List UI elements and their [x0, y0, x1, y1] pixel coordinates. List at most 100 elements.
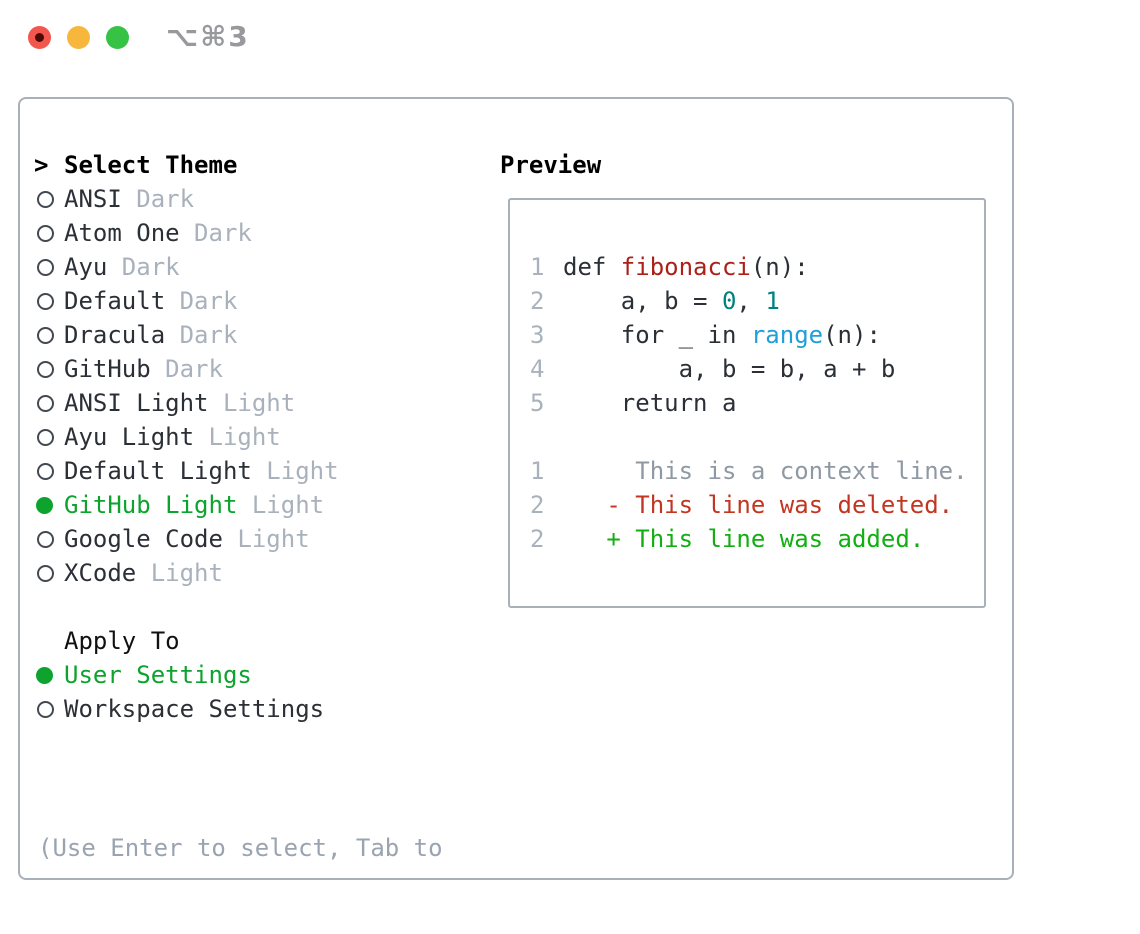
theme-variant: Light — [251, 457, 339, 485]
apply-option-workspace-settings[interactable]: Workspace Settings — [34, 692, 484, 726]
code-line: 1 This is a context line. — [530, 454, 984, 488]
apply-option-label: Workspace Settings — [64, 695, 325, 723]
radio-icon — [37, 530, 54, 548]
code-token-added: + This line was added. — [563, 525, 925, 553]
theme-name: Google Code — [64, 525, 223, 553]
code-line: 5 return a — [530, 386, 984, 420]
radio-icon — [37, 394, 54, 412]
theme-name: GitHub — [64, 355, 151, 383]
preview-header: Preview — [500, 148, 601, 182]
code-line: 3 for _ in range(n): — [530, 318, 984, 352]
code-token-text: (n): — [750, 253, 809, 281]
code-token-text: for _ in — [563, 321, 751, 349]
apply-to-header: Apply To — [34, 624, 484, 658]
theme-name: ANSI — [64, 185, 122, 213]
code-line: 2 a, b = 0, 1 — [530, 284, 984, 318]
theme-option-ayu-light[interactable]: Ayu Light Light — [34, 420, 484, 454]
radio-icon — [37, 326, 54, 344]
theme-name: GitHub Light — [64, 491, 238, 519]
line-number: 2 — [530, 491, 545, 519]
theme-variant: Dark — [150, 355, 223, 383]
prompt-icon: > — [34, 151, 49, 179]
preview-title: Preview — [500, 151, 602, 179]
code-token-text: return a — [563, 389, 737, 417]
theme-variant: Light — [136, 559, 223, 587]
code-token-number: 0 — [721, 287, 737, 315]
theme-option-xcode[interactable]: XCode Light — [34, 556, 484, 590]
radio-icon — [37, 360, 54, 378]
apply-to-title: Apply To — [64, 627, 180, 655]
code-token-text: a, b = b, a + b — [563, 355, 896, 383]
theme-variant: Light — [222, 525, 310, 553]
radio-icon — [36, 666, 53, 684]
code-token-function: fibonacci — [620, 253, 751, 281]
line-number: 1 — [530, 253, 545, 281]
code-token-number: 1 — [765, 287, 780, 315]
theme-option-google-code[interactable]: Google Code Light — [34, 522, 484, 556]
line-number: 1 — [530, 457, 545, 485]
titlebar: ⌥⌘3 — [0, 0, 1140, 70]
theme-name: Atom One — [64, 219, 180, 247]
theme-variant: Dark — [121, 185, 195, 213]
radio-icon — [37, 564, 54, 582]
line-number: 5 — [530, 389, 545, 417]
theme-option-ayu[interactable]: Ayu Dark — [34, 250, 484, 284]
theme-option-atom-one[interactable]: Atom One Dark — [34, 216, 484, 250]
code-line: 2 + This line was added. — [530, 522, 984, 556]
theme-variant: Light — [194, 423, 281, 451]
close-button[interactable] — [28, 26, 51, 49]
theme-option-default-light[interactable]: Default Light Light — [34, 454, 484, 488]
theme-name: Dracula — [64, 321, 166, 349]
theme-option-ansi-light[interactable]: ANSI Light Light — [34, 386, 484, 420]
code-token-text: a, b = — [563, 287, 722, 315]
theme-name: XCode — [64, 559, 137, 587]
theme-variant: Dark — [107, 253, 180, 281]
theme-name: Ayu Light — [64, 423, 195, 451]
code-line: 2 - This line was deleted. — [530, 488, 984, 522]
theme-name: Default Light — [64, 457, 252, 485]
radio-icon — [37, 428, 54, 446]
keyboard-hint: (Use Enter to select, Tab to change focu… — [38, 763, 498, 934]
spacer — [34, 590, 484, 624]
line-number: 4 — [530, 355, 545, 383]
code-token-text: , — [736, 287, 766, 315]
code-line — [530, 420, 984, 454]
theme-variant: Light — [208, 389, 296, 417]
apply-option-user-settings[interactable]: User Settings — [34, 658, 484, 692]
radio-icon — [37, 224, 54, 242]
theme-variant: Dark — [165, 321, 238, 349]
radio-icon — [37, 462, 54, 480]
theme-name: Ayu — [64, 253, 108, 281]
theme-option-dracula[interactable]: Dracula Dark — [34, 318, 484, 352]
theme-name: ANSI Light — [64, 389, 209, 417]
minimize-button[interactable] — [67, 26, 90, 49]
radio-icon — [36, 496, 53, 514]
code-line: 4 a, b = b, a + b — [530, 352, 984, 386]
theme-list-header: > Select Theme — [34, 148, 484, 182]
traffic-lights — [28, 26, 129, 49]
theme-option-ansi[interactable]: ANSI Dark — [34, 182, 484, 216]
theme-option-default[interactable]: Default Dark — [34, 284, 484, 318]
theme-variant: Light — [237, 491, 325, 519]
hint-line-1: (Use Enter to select, Tab to — [38, 834, 443, 862]
code-token-deleted: - This line was deleted. — [563, 491, 954, 519]
radio-icon — [37, 258, 54, 276]
apply-option-label: User Settings — [64, 661, 252, 689]
radio-icon — [37, 700, 54, 718]
theme-option-github[interactable]: GitHub Dark — [34, 352, 484, 386]
theme-variant: Dark — [179, 219, 252, 247]
zoom-button[interactable] — [106, 26, 129, 49]
code-token-builtin: range — [750, 321, 824, 349]
code-token-context: This is a context line. — [563, 457, 968, 485]
theme-option-github-light[interactable]: GitHub Light Light — [34, 488, 484, 522]
line-number: 2 — [530, 287, 545, 315]
radio-icon — [37, 292, 54, 310]
